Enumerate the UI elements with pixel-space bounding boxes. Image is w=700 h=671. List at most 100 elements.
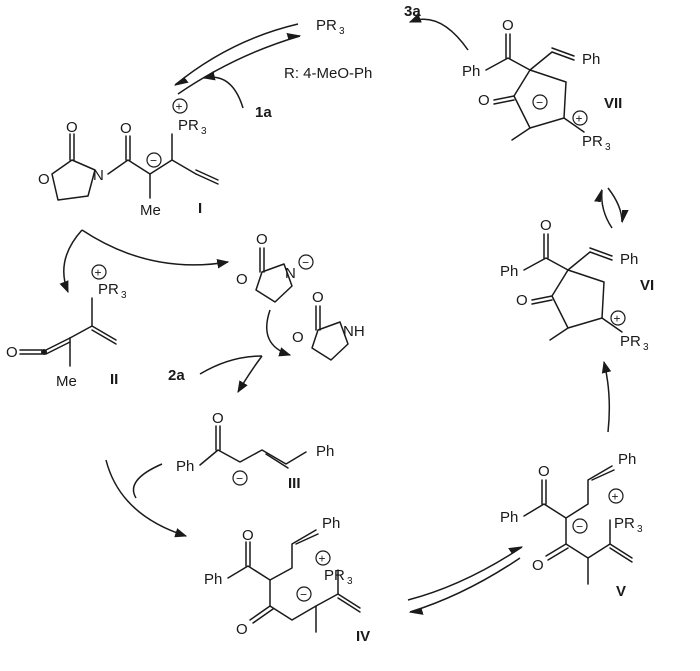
svg-text:O: O <box>532 557 544 574</box>
r-definition: R: 4-MeO-Ph <box>284 65 372 82</box>
svg-text:O: O <box>256 231 268 248</box>
negative-charge-VII: − <box>532 94 548 110</box>
label-III: III <box>288 475 301 492</box>
negative-charge-III: − <box>232 470 248 486</box>
svg-text:3: 3 <box>347 576 353 587</box>
positive-charge-I: + <box>172 98 188 114</box>
svg-text:−: − <box>236 472 243 486</box>
svg-text:−: − <box>302 256 309 270</box>
arrow-I-to-II <box>59 229 230 294</box>
svg-text:+: + <box>612 490 619 504</box>
negative-charge-IV: − <box>296 586 312 602</box>
arrow-protonation <box>199 309 292 394</box>
svg-text:O: O <box>292 329 304 346</box>
svg-text:+: + <box>576 112 583 126</box>
svg-text:PR: PR <box>620 333 641 350</box>
svg-text:PR: PR <box>316 17 337 34</box>
svg-text:O: O <box>212 410 224 427</box>
label-II: II <box>110 371 118 388</box>
svg-text:O: O <box>236 621 248 638</box>
svg-text:NH: NH <box>343 323 365 340</box>
negative-charge-V: − <box>572 518 588 534</box>
svg-text:3: 3 <box>643 342 649 353</box>
intermediate-III: Ph O Ph − III <box>176 410 334 492</box>
catalyst-pr3: PR 3 <box>316 17 345 37</box>
intermediate-VI: Ph O Ph O PR 3 + VI <box>500 217 654 353</box>
release-arrow-3a <box>408 13 469 51</box>
svg-text:−: − <box>576 520 583 534</box>
intermediate-VII: Ph O Ph O PR 3 + − VII <box>462 17 622 153</box>
label-I: I <box>198 200 202 217</box>
svg-text:O: O <box>242 527 254 544</box>
positive-charge-VI: + <box>610 310 626 326</box>
label-IV: IV <box>356 628 370 645</box>
intermediate-I: O O N O Me PR 3 + − I <box>38 98 219 219</box>
positive-charge-IV: + <box>315 550 331 566</box>
svg-text:Ph: Ph <box>176 458 194 475</box>
svg-text:Ph: Ph <box>582 51 600 68</box>
arrow-to-IV <box>105 459 188 538</box>
label-VII: VII <box>604 95 622 112</box>
svg-text:Ph: Ph <box>322 515 340 532</box>
svg-text:N: N <box>93 167 104 184</box>
svg-text:+: + <box>614 312 621 326</box>
svg-text:3: 3 <box>339 26 345 37</box>
svg-text:3: 3 <box>605 142 611 153</box>
positive-charge-II: + <box>91 264 107 280</box>
svg-text:PR: PR <box>614 515 635 532</box>
positive-charge-V: + <box>608 488 624 504</box>
svg-text:Ph: Ph <box>500 263 518 280</box>
svg-text:3: 3 <box>121 290 127 301</box>
svg-text:PR: PR <box>582 133 603 150</box>
svg-text:−: − <box>536 96 543 110</box>
svg-text:O: O <box>6 344 18 361</box>
svg-text:Ph: Ph <box>500 509 518 526</box>
svg-text:+: + <box>95 266 102 280</box>
svg-text:Me: Me <box>56 373 77 390</box>
svg-text:O: O <box>312 289 324 306</box>
svg-text:O: O <box>120 120 132 137</box>
svg-text:−: − <box>150 154 157 168</box>
svg-text:O: O <box>66 119 78 136</box>
negative-charge-I: − <box>146 152 162 168</box>
svg-text:Me: Me <box>140 202 161 219</box>
oxazolidinone-neutral: O O NH <box>292 289 365 361</box>
svg-text:Ph: Ph <box>316 443 334 460</box>
svg-text:+: + <box>319 552 326 566</box>
label-V: V <box>616 583 626 600</box>
intermediate-IV: Ph O Ph O PR 3 + − IV <box>204 515 370 645</box>
svg-text:O: O <box>538 463 550 480</box>
svg-text:3: 3 <box>201 126 207 137</box>
svg-text:O: O <box>478 92 490 109</box>
intermediate-II: O Me PR 3 + II <box>6 264 127 390</box>
svg-text:O: O <box>236 271 248 288</box>
equilibrium-arrow-VI-VII <box>594 187 629 229</box>
negative-charge-anion: − <box>298 254 314 270</box>
svg-text:Ph: Ph <box>204 571 222 588</box>
svg-text:3: 3 <box>637 524 643 535</box>
svg-text:O: O <box>516 292 528 309</box>
svg-text:+: + <box>176 100 183 114</box>
svg-text:O: O <box>38 171 50 188</box>
svg-text:Ph: Ph <box>618 451 636 468</box>
intermediate-V: Ph O Ph O PR 3 + − V <box>500 451 643 600</box>
arrow-V-to-VI <box>601 360 612 433</box>
svg-text:Ph: Ph <box>462 63 480 80</box>
svg-text:PR: PR <box>324 567 345 584</box>
substrate-1a-label: 1a <box>255 104 272 121</box>
equilibrium-arrow-catalyst-addition <box>173 23 302 109</box>
svg-text:N: N <box>285 265 296 282</box>
product-3a-label: 3a <box>404 3 421 20</box>
label-VI: VI <box>640 277 654 294</box>
svg-text:PR: PR <box>178 117 199 134</box>
svg-text:O: O <box>540 217 552 234</box>
substrate-2a-label: 2a <box>168 367 185 384</box>
svg-text:PR: PR <box>98 281 119 298</box>
equilibrium-arrow-IV-V <box>407 546 524 615</box>
svg-text:Ph: Ph <box>620 251 638 268</box>
oxazolidinone-anion: O O N − <box>236 231 314 303</box>
positive-charge-VII: + <box>572 110 588 126</box>
svg-text:O: O <box>502 17 514 34</box>
svg-text:−: − <box>300 588 307 602</box>
